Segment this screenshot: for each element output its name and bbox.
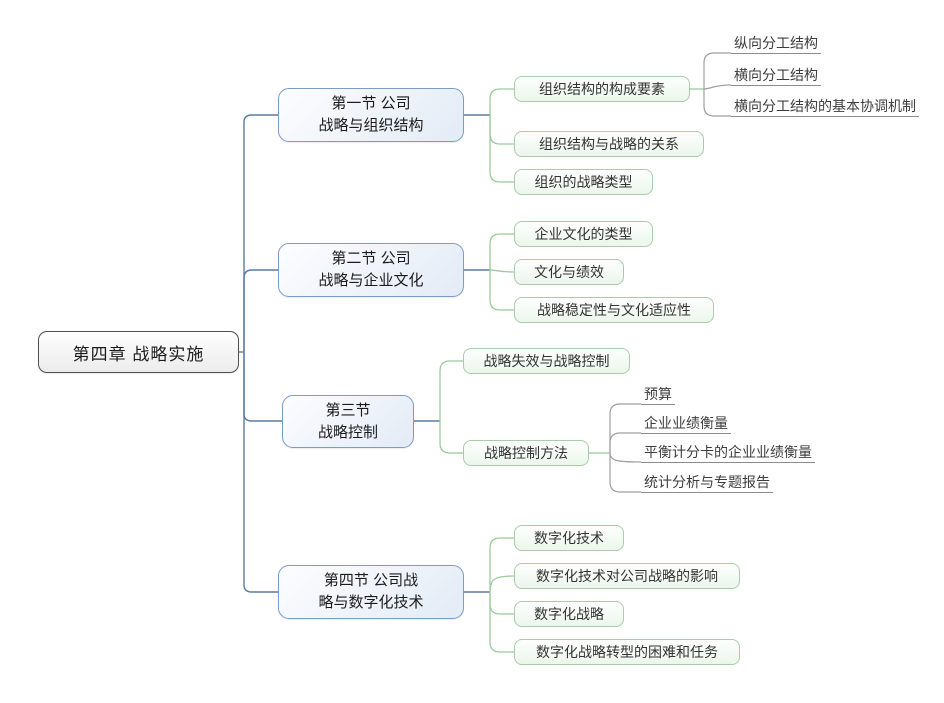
node-topic-1-2[interactable]: 组织结构与战略的关系 (514, 131, 704, 157)
node-section-3[interactable]: 第三节 战略控制 (282, 395, 414, 448)
node-leaf-3-2-4[interactable]: 统计分析与专题报告 (641, 474, 773, 493)
node-topic-3-2[interactable]: 战略控制方法 (463, 440, 589, 466)
node-leaf-1-1-2[interactable]: 横向分工结构 (731, 67, 821, 86)
node-leaf-3-2-1[interactable]: 预算 (641, 386, 675, 405)
node-section-4[interactable]: 第四节 公司战 略与数字化技术 (278, 565, 464, 619)
node-section-1[interactable]: 第一节 公司 战略与组织结构 (278, 88, 464, 142)
node-leaf-1-1-3[interactable]: 横向分工结构的基本协调机制 (731, 98, 919, 117)
node-topic-4-3[interactable]: 数字化战略 (514, 601, 624, 627)
trunk-connectors (238, 114, 490, 593)
node-topic-4-1[interactable]: 数字化技术 (514, 525, 624, 551)
node-topic-1-3[interactable]: 组织的战略类型 (514, 169, 653, 195)
node-topic-3-1[interactable]: 战略失效与战略控制 (463, 348, 630, 374)
node-topic-2-1[interactable]: 企业文化的类型 (514, 221, 653, 247)
node-topic-4-4[interactable]: 数字化战略转型的困难和任务 (514, 639, 740, 665)
node-leaf-3-2-2[interactable]: 企业业绩衡量 (641, 415, 731, 434)
node-topic-2-3[interactable]: 战略稳定性与文化适应性 (514, 297, 714, 323)
node-section-2[interactable]: 第二节 公司 战略与企业文化 (278, 243, 464, 297)
node-leaf-3-2-3[interactable]: 平衡计分卡的企业业绩衡量 (641, 444, 815, 463)
node-leaf-1-1-1[interactable]: 纵向分工结构 (731, 35, 821, 54)
node-topic-2-2[interactable]: 文化与绩效 (514, 259, 624, 285)
node-topic-1-1[interactable]: 组织结构的构成要素 (514, 76, 690, 102)
node-topic-4-2[interactable]: 数字化技术对公司战略的影响 (514, 563, 740, 589)
node-root[interactable]: 第四章 战略实施 (38, 331, 239, 373)
